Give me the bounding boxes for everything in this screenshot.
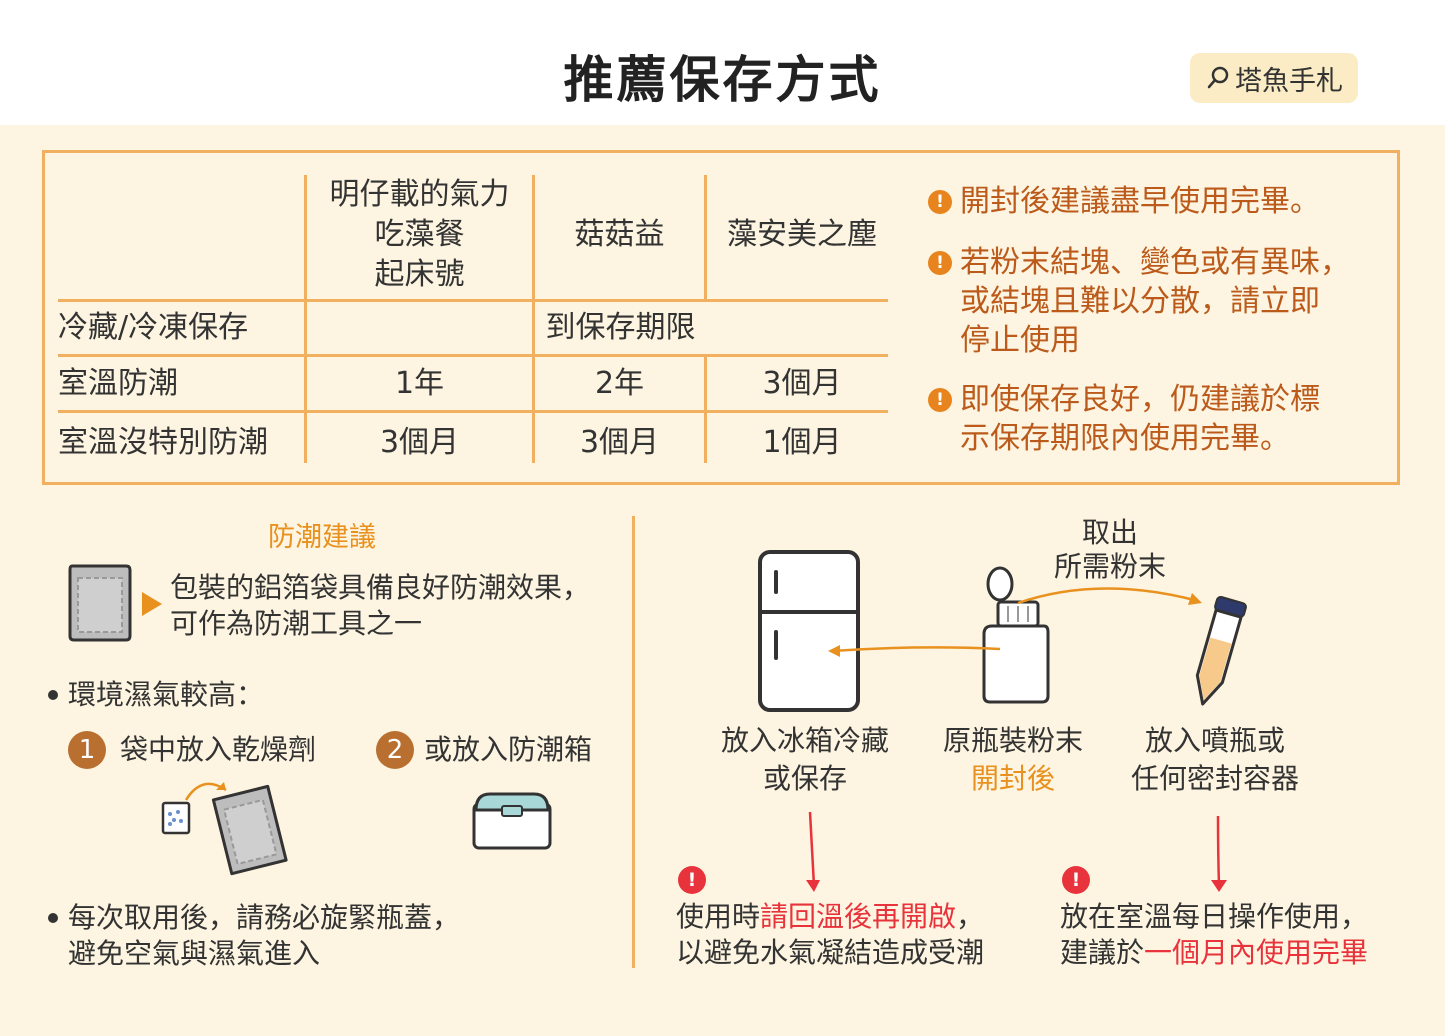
room-note: 放在室溫每日操作使用， 建議於一個月內使用完畢 [1060,899,1368,971]
table-divider [704,355,707,463]
column-header-line: 吃藻餐 [374,217,465,252]
column-header-line: 菇菇益 [574,217,665,252]
option-1-text: 袋中放入乾燥劑 [120,733,317,766]
refrigerator-icon [758,550,860,712]
note-prefix: 建議於 [1060,936,1145,969]
moisture-box-icon [472,792,552,850]
note-text: 或結塊且難以分散，請立即 [960,284,1320,319]
table-cell: 3個月 [379,425,460,460]
bottle-caption-line: 原瓶裝粉末 [942,724,1083,757]
column-header: 明仔載的氣力 吃藻餐 起床號 [307,172,532,298]
table-cell: 3個月 [762,365,842,401]
bullet-dot [48,690,58,700]
column-header-line: 起床號 [374,257,465,292]
desiccant-icon [161,801,191,835]
fridge-caption-line: 或保存 [762,762,847,795]
spray-caption: 放入噴瓶或 任何密封容器 [1110,722,1320,798]
bottle-caption: 原瓶裝粉末 開封後 [918,722,1108,798]
fridge-caption: 放入冰箱冷藏 或保存 [700,722,910,798]
table-divider [704,175,707,301]
row-label: 室溫沒特別防潮 [58,425,268,460]
option-2-text: 或放入防潮箱 [424,733,593,766]
arrow-right-icon [142,592,162,616]
foil-bag-icon [68,564,132,642]
column-header: 藻安美之塵 [707,172,897,298]
fridge-caption-line: 放入冰箱冷藏 [720,724,889,757]
reminder-text: 每次取用後，請務必旋緊瓶蓋， 避免空氣與濕氣進入 [68,900,460,972]
table-divider [532,175,535,463]
row-label: 冷藏/冷凍保存 [58,310,249,345]
section-divider [632,516,635,968]
search-icon [1207,66,1229,89]
table-cell: 3個月 [579,425,660,460]
note-item: ! 開封後建議盡早使用完畢。 [928,182,1383,221]
note-prefix: 使用時 [676,900,761,933]
exclamation-icon: ! [928,251,952,275]
note-item: ! 即使保存良好，仍建議於標 示保存期限內使用完畢。 [928,380,1383,458]
table-cell: 2年 [594,365,645,401]
warning-icon: ! [678,866,706,894]
column-header-line: 藻安美之塵 [727,217,877,252]
option-number-1: 1 [68,731,106,769]
spray-tube-icon [1195,596,1247,706]
note-highlight: 請回溫後再開啟 [760,900,957,933]
take-label-line: 取出 [1081,516,1138,549]
bag-text-line: 可作為防潮工具之一 [170,607,423,640]
room-note-line2: 建議於一個月內使用完畢 [1060,935,1368,971]
note-item: ! 若粉末結塊、變色或有異味， 或結塊且難以分散，請立即 停止使用 [928,243,1383,360]
note-text: 示保存期限內使用完畢。 [960,421,1290,456]
moisture-section-title: 防潮建議 [268,522,376,553]
table-cell: 1年 [394,365,445,401]
spray-caption-line: 任何密封容器 [1130,762,1299,795]
table-cell-merged: 到保存期限 [545,310,696,345]
table-divider [304,175,307,463]
curved-arrow-icon [184,782,227,801]
table-divider [58,354,888,357]
table-divider [58,299,888,302]
column-header: 菇菇益 [535,172,704,298]
fridge-note-line1: 使用時請回溫後再開啟， [676,899,984,935]
brand-name: 塔魚手札 [1235,65,1343,97]
column-header-line: 明仔載的氣力 [329,177,510,212]
option-number-2: 2 [376,731,414,769]
storage-panel [42,150,1400,485]
bottle-caption-highlight: 開封後 [970,762,1055,795]
foil-bag-icon [211,784,288,876]
note-suffix: ， [956,900,985,933]
humid-label: 環境濕氣較高： [68,678,265,711]
room-note-line1: 放在室溫每日操作使用， [1060,900,1369,933]
row-label: 室溫防潮 [58,365,178,401]
down-arrow-icon [1211,815,1227,892]
warning-icon: ! [1062,866,1090,894]
powder-bottle-icon [982,566,1050,704]
note-highlight: 一個月內使用完畢 [1144,936,1369,969]
take-label-line: 所需粉末 [1053,550,1166,583]
table-divider [58,410,888,413]
brand-badge: 塔魚手札 [1190,53,1358,103]
flow-arrows [828,587,1202,657]
note-text: 停止使用 [960,323,1080,358]
spray-caption-line: 放入噴瓶或 [1144,724,1285,757]
bag-text-line: 包裝的鋁箔袋具備良好防潮效果， [170,571,591,604]
table-cell: 1個月 [762,425,842,460]
fridge-note-line2: 以避免水氣凝結造成受潮 [676,936,985,969]
note-text: 若粉末結塊、變色或有異味， [960,245,1350,280]
bag-text: 包裝的鋁箔袋具備良好防潮效果， 可作為防潮工具之一 [170,570,590,642]
bullet-dot [48,913,58,923]
page-title: 推薦保存方式 [563,51,882,109]
reminder-line: 每次取用後，請務必旋緊瓶蓋， [68,901,461,934]
down-arrow-icon [806,811,820,892]
note-text: 開封後建議盡早使用完畢。 [960,184,1320,219]
reminder-line: 避免空氣與濕氣進入 [68,937,321,970]
exclamation-icon: ! [928,190,952,214]
exclamation-icon: ! [928,388,952,412]
take-powder-label: 取出 所需粉末 [1035,516,1185,584]
fridge-note: 使用時請回溫後再開啟， 以避免水氣凝結造成受潮 [676,899,984,971]
note-text: 即使保存良好，仍建議於標 [960,382,1320,417]
